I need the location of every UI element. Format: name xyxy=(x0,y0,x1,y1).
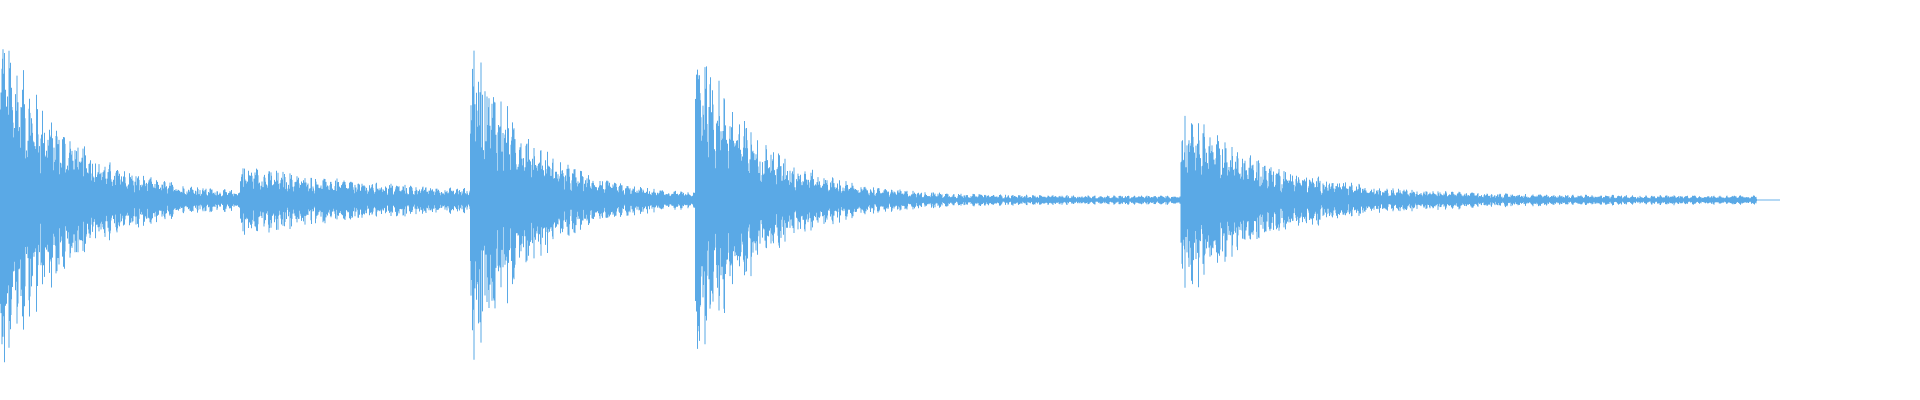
waveform-path xyxy=(0,49,1757,363)
